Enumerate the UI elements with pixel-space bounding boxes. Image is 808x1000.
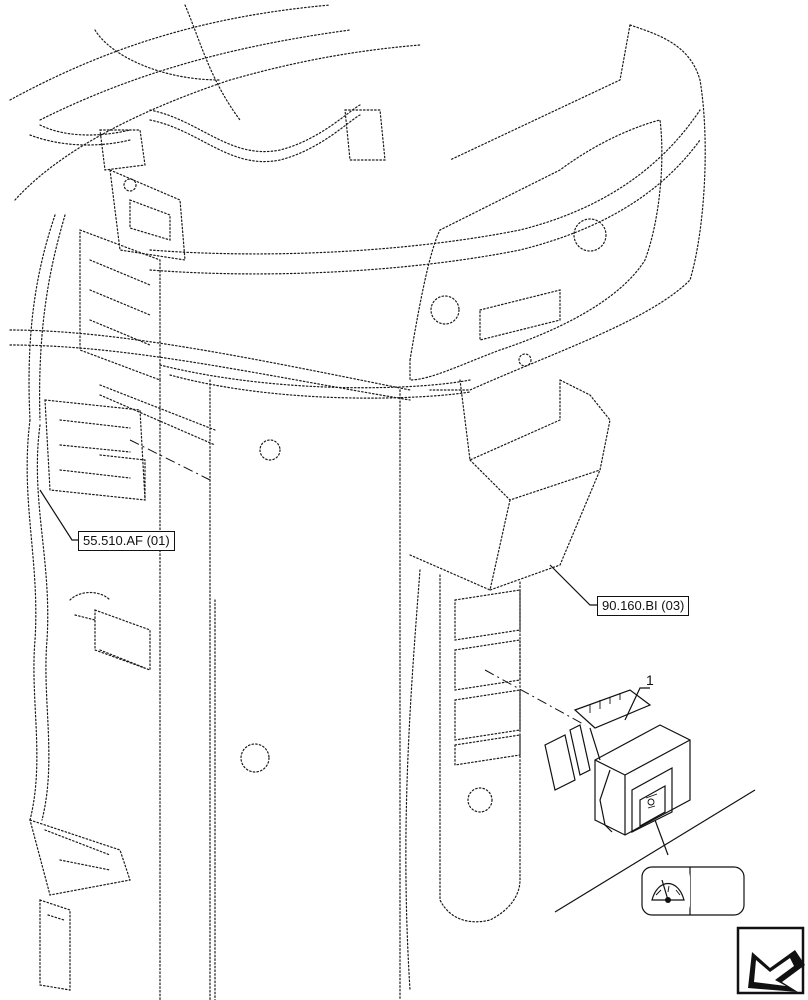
cab-cross-beam — [149, 109, 701, 399]
console-housing — [409, 24, 706, 391]
reference-label-right[interactable]: 90.160.BI (03) — [597, 596, 690, 616]
windshield-wiper-icon — [651, 879, 685, 903]
previous-page-arrow-icon[interactable] — [736, 926, 805, 995]
callout-number: 1 — [646, 672, 654, 688]
left-wiring-harness — [26, 104, 361, 821]
symbol-label-plate — [641, 866, 745, 916]
leader-lines — [39, 489, 756, 913]
switch-slots — [454, 589, 521, 813]
rocker-switch — [544, 689, 691, 836]
alignment-lines — [129, 439, 586, 726]
console-lower-module — [405, 379, 611, 991]
main-pillar — [159, 379, 401, 1000]
relay-fuse-block — [44, 229, 161, 501]
cab-frame-upper — [9, 4, 421, 446]
lower-harness-connectors — [29, 819, 131, 991]
middle-connector-plug — [69, 591, 151, 671]
reference-label-left[interactable]: 55.510.AF (01) — [78, 531, 175, 551]
upper-connector-bracket — [99, 109, 386, 261]
